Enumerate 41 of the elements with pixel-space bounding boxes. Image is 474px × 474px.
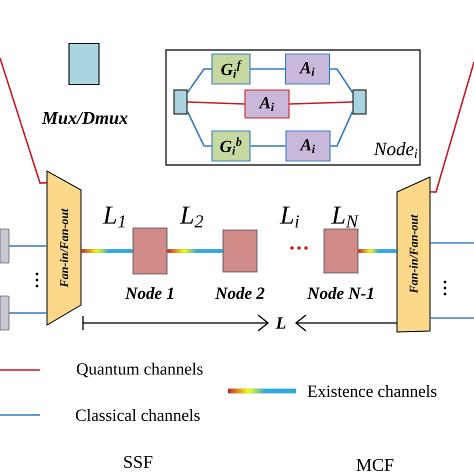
fiber-line	[330, 68, 354, 93]
node-label: Node N-1	[307, 287, 374, 299]
fiber-line	[290, 101, 353, 105]
coupler-box	[352, 90, 366, 114]
span-label: L$_{1}$	[102, 206, 125, 228]
device-box	[0, 228, 10, 264]
node-box: Node N-1	[307, 228, 374, 299]
box-label: Mux/Dmux	[42, 112, 128, 124]
fiber-line	[186, 68, 212, 93]
legend-text: Quantum channels	[76, 362, 203, 378]
fiber-line	[250, 68, 285, 70]
node-label: Node 1	[125, 287, 174, 299]
fiber-line	[9, 312, 47, 314]
node-label: Node 2	[215, 287, 264, 299]
legend-text: Existence channels	[308, 385, 436, 397]
fiber-line	[186, 111, 212, 147]
frame-label: Node$_{i}$	[374, 142, 418, 158]
span-label: L$_{2}$	[180, 206, 204, 228]
fiber-line	[187, 101, 244, 105]
fiber-line	[330, 111, 354, 147]
amplifier-box: A$_{i}$	[284, 53, 330, 85]
legend-text: Classical channels	[76, 409, 200, 421]
fiber-line	[430, 62, 474, 193]
fiber-line	[250, 145, 286, 147]
gate-box: G$_{i}$f	[211, 53, 251, 85]
amplifier-box: A$_{i}$	[285, 130, 331, 162]
fiber-type-label: MCF	[356, 458, 394, 472]
fiber-line	[9, 245, 47, 247]
length-label: L	[276, 317, 286, 329]
gate-box: G$_{i}$b	[211, 130, 251, 162]
device-box	[0, 296, 10, 330]
coupler-box	[174, 90, 188, 114]
node-box: Node 2	[215, 230, 264, 299]
fiber-line	[0, 58, 47, 184]
node-box: Node 1	[125, 228, 174, 299]
span-label: L$_{i}$	[280, 206, 299, 228]
amplifier-box: A$_{i}$	[244, 89, 290, 119]
fiber-line	[430, 242, 474, 244]
fiber-type-label: SSF	[124, 456, 152, 468]
span-label: L$_{N}$	[331, 206, 359, 228]
fiber-line	[430, 317, 474, 319]
